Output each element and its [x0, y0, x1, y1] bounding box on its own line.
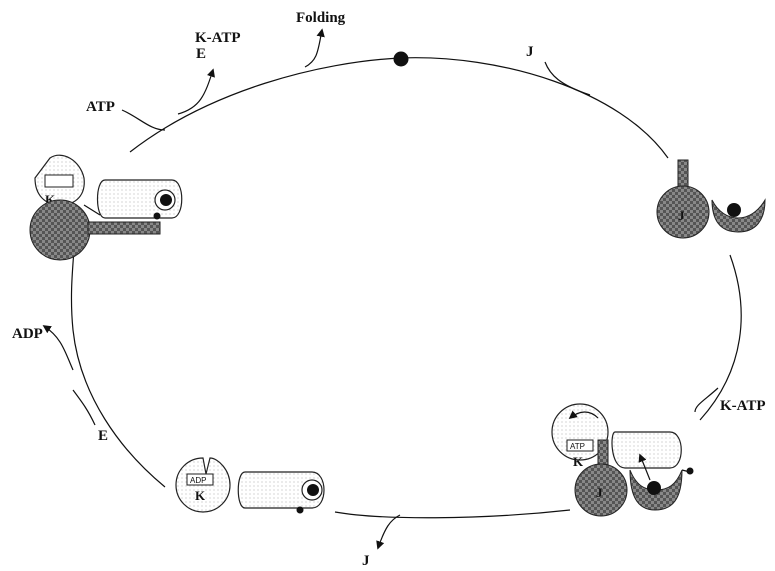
j-entry-arrow — [544, 61, 591, 96]
label-k-top-left: K — [45, 192, 56, 207]
substrate-dot — [393, 51, 409, 67]
label-atp: ATP — [86, 99, 115, 115]
adp-release-arrow — [42, 325, 74, 371]
branch-arrows — [42, 28, 719, 550]
atp-entry-arrow — [121, 109, 166, 131]
label-e-left: E — [98, 428, 108, 444]
label-adp-box: ADP — [190, 476, 206, 485]
label-k-bottom-right: K — [573, 454, 584, 469]
label-atp-box: ATP — [570, 442, 585, 451]
e-entry-arrow — [72, 389, 96, 426]
j-release-arrow — [376, 514, 401, 550]
label-folding: Folding — [296, 10, 346, 26]
complex-right: J — [656, 159, 766, 239]
label-k-bottom: K — [195, 488, 206, 503]
complex-top-left: K — [29, 154, 183, 261]
k-atp-entry-arrow — [694, 387, 719, 413]
label-e-top: E — [196, 46, 206, 62]
label-j-right: J — [678, 208, 685, 223]
folding-arrow — [304, 28, 325, 68]
complex-bottom: ADP K — [175, 457, 325, 514]
label-adp: ADP — [12, 326, 43, 342]
labels: Folding K-ATP E ATP J K-ATP ADP E J — [12, 10, 766, 569]
label-j-bottom: J — [362, 553, 370, 569]
label-j-bottom-right: J — [596, 485, 603, 500]
label-j-top: J — [526, 44, 534, 60]
label-k-atp-right: K-ATP — [720, 398, 766, 414]
k-atp-e-release-arrow — [177, 68, 215, 115]
complex-bottom-right: ATP K J — [551, 403, 694, 517]
label-k-atp-top: K-ATP — [195, 30, 241, 46]
